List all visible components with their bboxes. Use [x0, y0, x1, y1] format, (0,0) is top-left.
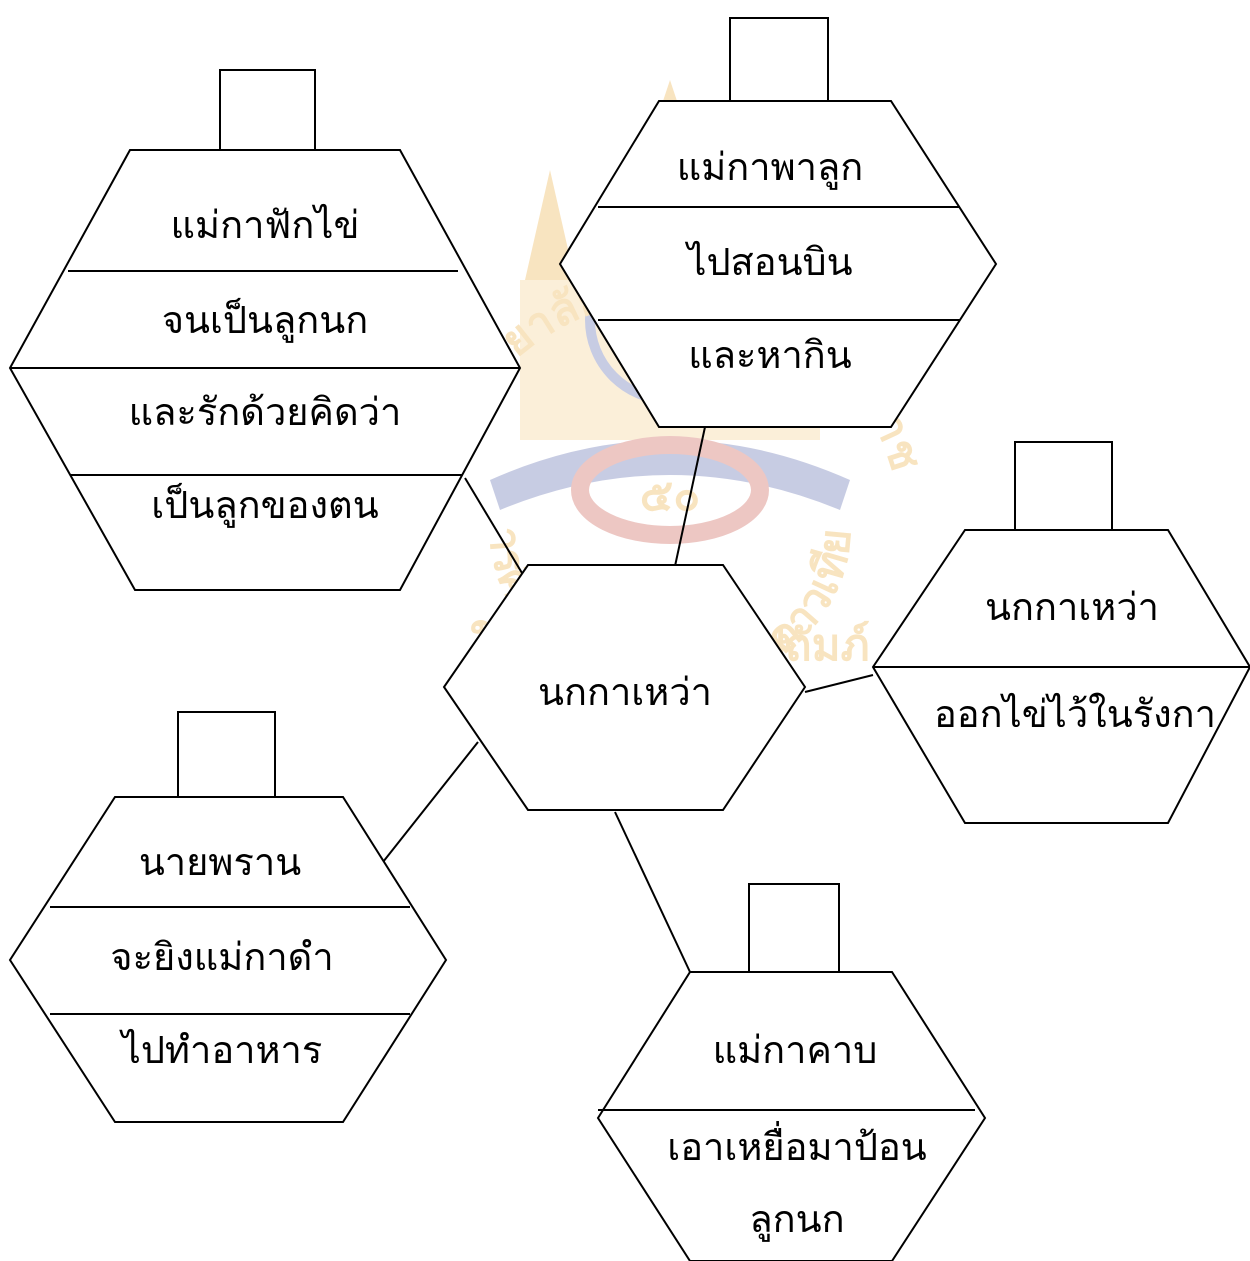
- connector-bottom-left: [382, 741, 479, 863]
- node-shape: [558, 100, 998, 428]
- node-top-center: แม่กาพาลูก ไปสอนบิน และหากิน: [558, 17, 998, 428]
- node-text-line-1: นกกาเหว่า: [985, 585, 1159, 629]
- connector-top-left: [464, 477, 523, 574]
- connector-bottom-right: [614, 811, 691, 973]
- node-text-line-2: จะยิงแม่กาดำ: [110, 935, 333, 979]
- node-bottom-right: แม่กาคาบ เอาเหยื่อมาป้อน ลูกนก: [596, 883, 987, 1261]
- node-text-line-3: และหากิน: [688, 333, 852, 377]
- connector-right: [804, 674, 874, 693]
- node-shape: [596, 971, 987, 1261]
- node-text-line-3: และรักด้วยคิดว่า: [129, 390, 402, 434]
- node-tab: [177, 711, 276, 798]
- node-text-line-3: ไปทำอาหาร: [119, 1028, 323, 1072]
- node-text-line-2: ไปสอนบิน: [684, 240, 852, 284]
- node-tab: [729, 17, 829, 102]
- node-text-line-2: ออกไข่ไว้ในรังกา: [934, 692, 1216, 736]
- node-shape: [871, 529, 1250, 824]
- node-tab: [748, 883, 840, 973]
- connectors: [382, 426, 874, 973]
- node-text-line-2: จนเป็นลูกนก: [162, 297, 369, 343]
- connector-top-center: [671, 426, 706, 581]
- node-text-line-1: แม่กาพาลูก: [677, 145, 864, 190]
- center-label: นกกาเหว่า: [538, 670, 712, 714]
- node-top-left: แม่กาฟักไข่ จนเป็นลูกนก และรักด้วยคิดว่า…: [8, 69, 522, 591]
- node-center: นกกาเหว่า: [442, 564, 807, 811]
- node-text-line-1: แม่กาคาบ: [713, 1028, 878, 1072]
- node-text-line-3: ลูกนก: [749, 1197, 844, 1242]
- node-right: นกกาเหว่า ออกไข่ไว้ในรังกา: [871, 441, 1250, 824]
- node-text-line-1: แม่กาฟักไข่: [171, 203, 360, 247]
- node-text-line-1: นายพราน: [139, 840, 301, 884]
- node-tab: [219, 69, 316, 151]
- node-shape: [8, 796, 448, 1123]
- node-text-line-2: เอาเหยื่อมาป้อน: [667, 1121, 927, 1169]
- node-bottom-left: นายพราน จะยิงแม่กาดำ ไปทำอาหาร: [8, 711, 448, 1123]
- node-tab: [1014, 441, 1113, 531]
- center-hexagon: [442, 564, 807, 811]
- node-text-line-4: เป็นลูกของตน: [151, 482, 378, 528]
